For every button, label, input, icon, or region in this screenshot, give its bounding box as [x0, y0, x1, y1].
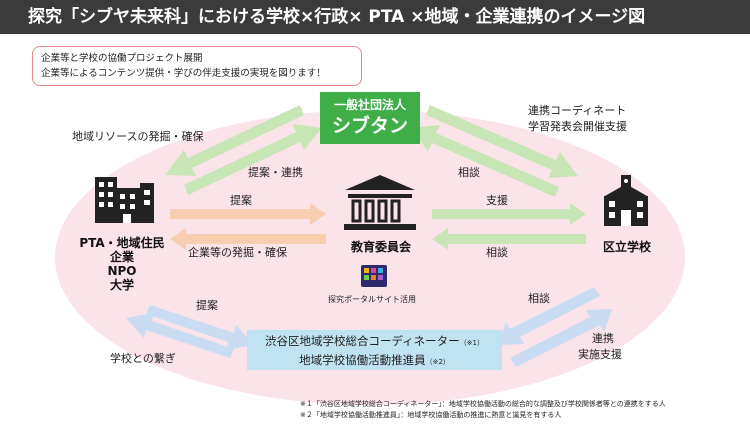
label-proposal-mid: 提案: [230, 194, 252, 207]
arrow-school-to-coordinator: [498, 287, 600, 345]
footnote-1: ※１「渋谷区地域学校総合コーディネーター」：地域学校協働活動の総合的な調整及び学…: [300, 400, 666, 408]
intro-line-2: 企業等によるコンテンツ提供・学びの伴走支援の実現を図ります！: [41, 68, 326, 79]
label-coordinate: 連携コーディネート: [528, 104, 627, 117]
shibutan-line1: 一般社団法人: [333, 98, 406, 112]
community-line: 企業: [109, 250, 134, 264]
school-icon: [604, 175, 648, 226]
label-proposal-coop: 提案・連携: [248, 166, 303, 179]
label-coop: 連携: [592, 332, 614, 345]
community-line: PTA・地域住民: [79, 236, 165, 250]
community-line: NPO: [107, 264, 137, 278]
intro-line-1: 企業等と学校の協働プロジェクト展開: [41, 53, 203, 64]
footnote-2: ※２「地域学校協働活動推進員」：地域学校協働活動の推進に熱意と識見を有する人: [300, 411, 562, 419]
arrow-coordinator-to-school: [510, 309, 612, 367]
government-building-icon: [344, 175, 416, 230]
shibutan-box: 一般社団法人 シブタン: [320, 92, 420, 144]
board-label: 教育委員会: [350, 240, 411, 254]
arrow-shibutan-to-school: [426, 105, 578, 178]
label-consult-top: 相談: [458, 166, 480, 179]
arrow-community-to-shibutan: [184, 124, 322, 195]
coordinator-box: 渋谷区地域学校総合コーディネーター（※1） 地域学校協働活動推進員（※2）: [247, 330, 502, 370]
page-title: 探究「シブヤ未来科」における学校×行政× PTA ×地域・企業連携のイメージ図: [0, 0, 750, 34]
arrow-school-to-shibutan: [410, 125, 559, 197]
coordinator-line2: 地域学校協働活動推進員（※2）: [247, 352, 502, 371]
arrow-coordinator-to-community: [126, 313, 234, 358]
shibutan-line2: シブタン: [331, 115, 408, 137]
arrow-board-to-community: [170, 228, 326, 250]
label-discover: 企業等の発掘・確保: [188, 246, 287, 259]
label-support: 支援: [486, 194, 508, 207]
label-proposal-low: 提案: [196, 299, 218, 312]
intro-box: 企業等と学校の協働プロジェクト展開 企業等によるコンテンツ提供・学びの伴走支援の…: [32, 46, 362, 86]
community-line: 大学: [109, 278, 134, 292]
arrow-board-to-school: [432, 203, 586, 225]
portal-label: 探究ポータルサイト活用: [328, 295, 416, 304]
arrow-community-to-board: [170, 203, 326, 225]
portal-site-icon: [361, 265, 387, 287]
community-label: PTA・地域住民 企業 NPO 大学: [62, 236, 182, 292]
building-icon: [95, 177, 154, 223]
label-resource: 地域リソースの発掘・確保: [72, 130, 204, 143]
coordinator-subtitle: 地域学校協働活動推進員: [299, 353, 426, 367]
label-consult-mid: 相談: [486, 246, 508, 259]
label-consult-low: 相談: [528, 292, 550, 305]
coordinator-note-2: （※2）: [425, 358, 450, 366]
coordinator-line1: 渋谷区地域学校総合コーディネーター（※1）: [247, 333, 502, 352]
label-presentation: 学習発表会開催支援: [528, 120, 627, 133]
arrow-shibutan-to-community: [165, 105, 304, 176]
arrow-community-to-coordinator: [146, 305, 254, 350]
coordinator-title: 渋谷区地域学校総合コーディネーター: [264, 334, 460, 348]
arrow-school-to-board: [432, 228, 586, 250]
coordinator-note-1: （※1）: [459, 339, 485, 347]
school-label: 区立学校: [602, 240, 651, 254]
label-bond: 学校との繋ぎ: [110, 352, 176, 365]
label-impl: 実施支援: [578, 348, 622, 361]
